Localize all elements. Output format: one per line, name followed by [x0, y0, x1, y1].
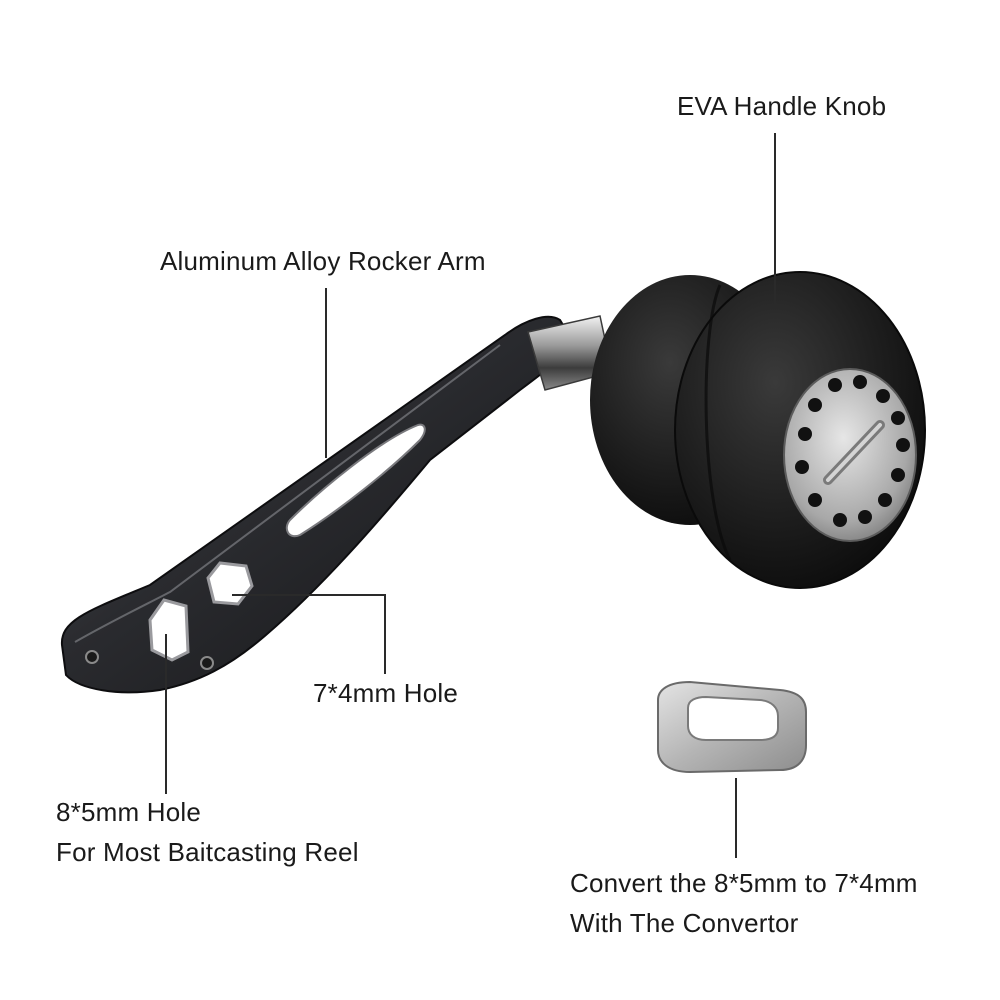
small-hole-label: 7*4mm Hole — [313, 678, 459, 708]
convertor-leader-line — [735, 778, 737, 858]
large-hole-leader-line — [165, 634, 167, 794]
convertor-label: Convert the 8*5mm to 7*4mm With The Conv… — [570, 863, 918, 943]
arm-label: Aluminum Alloy Rocker Arm — [160, 246, 486, 276]
small-hole-leader-vertical — [384, 594, 386, 674]
rocker-arm — [60, 315, 577, 694]
arm-leader-line — [325, 288, 327, 458]
knob-label: EVA Handle Knob — [677, 91, 887, 121]
large-hole-size: 8*5mm Hole — [56, 797, 202, 827]
eva-knob — [590, 271, 926, 589]
large-hole-compatibility: For Most Baitcasting Reel — [56, 837, 359, 867]
convertor-description: Convert the 8*5mm to 7*4mm — [570, 868, 918, 898]
small-hole-leader-horizontal — [232, 594, 385, 596]
convertor-sleeve — [657, 680, 807, 774]
knob-leader-line — [774, 133, 776, 305]
convertor-note: With The Convertor — [570, 908, 799, 938]
large-hole-label: 8*5mm Hole For Most Baitcasting Reel — [56, 792, 359, 872]
